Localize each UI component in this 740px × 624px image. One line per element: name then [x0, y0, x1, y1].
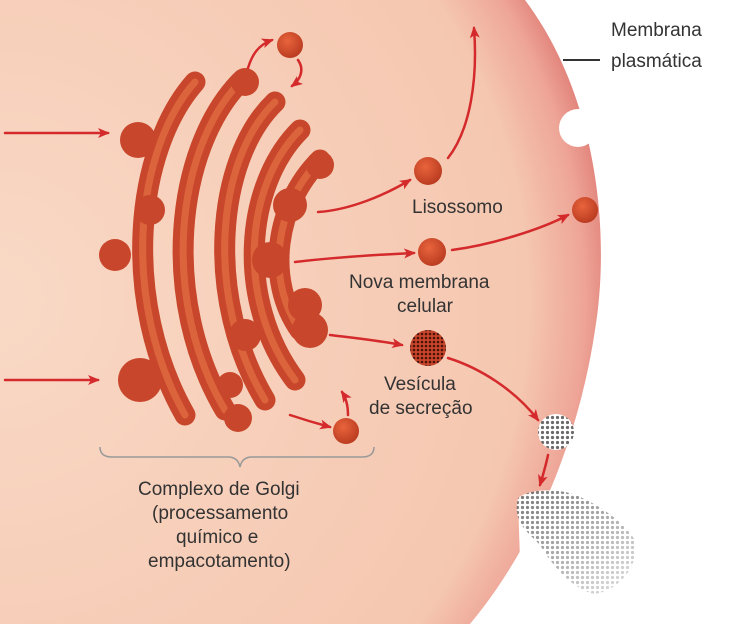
- small-vesicle: [333, 418, 359, 444]
- secretory-vesicle-at-membrane: [538, 414, 574, 450]
- arrow-to-new-membrane: [293, 248, 416, 264]
- new-membrane-vesicle: [418, 238, 446, 266]
- arrow-to-small-vesicle: [288, 413, 332, 430]
- label-secretory-vesicle-1: Vesícula: [384, 374, 456, 395]
- lysosome-vesicle: [414, 157, 442, 185]
- membrane-pore: [559, 109, 597, 147]
- arrow-new-membrane-to-cell-membrane: [450, 213, 570, 252]
- label-new-membrane-1: Nova membrana: [349, 272, 490, 293]
- arrow-to-top-vesicle: [246, 38, 274, 70]
- label-plasma-membrane-2: plasmática: [611, 51, 702, 72]
- label-lysosome: Lisossomo: [412, 197, 503, 218]
- label-secretory-vesicle-2: de secreção: [369, 398, 473, 419]
- vesicle-top: [277, 32, 303, 58]
- membrane-fused-vesicle: [572, 197, 598, 223]
- arrow-from-top-vesicle: [290, 58, 303, 88]
- label-golgi-line2: (processamento: [152, 503, 288, 524]
- label-new-membrane-2: celular: [397, 296, 454, 317]
- arrow-to-secretory-vesicle: [328, 333, 404, 349]
- golgi-brace: [99, 446, 375, 468]
- arrow-exocytosis: [538, 453, 550, 487]
- arrow-small-vesicle-up: [340, 390, 352, 417]
- arrow-to-lysosome: [316, 178, 412, 214]
- label-golgi-line3: químico e: [176, 527, 258, 548]
- arrow-secretory-to-membrane: [446, 356, 540, 422]
- transport-arrows: [3, 26, 570, 487]
- arrow-lysosome-up: [446, 26, 480, 160]
- label-golgi-line4: empacotamento): [148, 551, 291, 572]
- label-golgi-title: Complexo de Golgi: [138, 479, 300, 500]
- golgi-complex: [99, 68, 334, 432]
- label-plasma-membrane-1: Membrana: [611, 20, 702, 41]
- secreted-contents: [516, 490, 636, 594]
- secretory-vesicle: [410, 330, 446, 366]
